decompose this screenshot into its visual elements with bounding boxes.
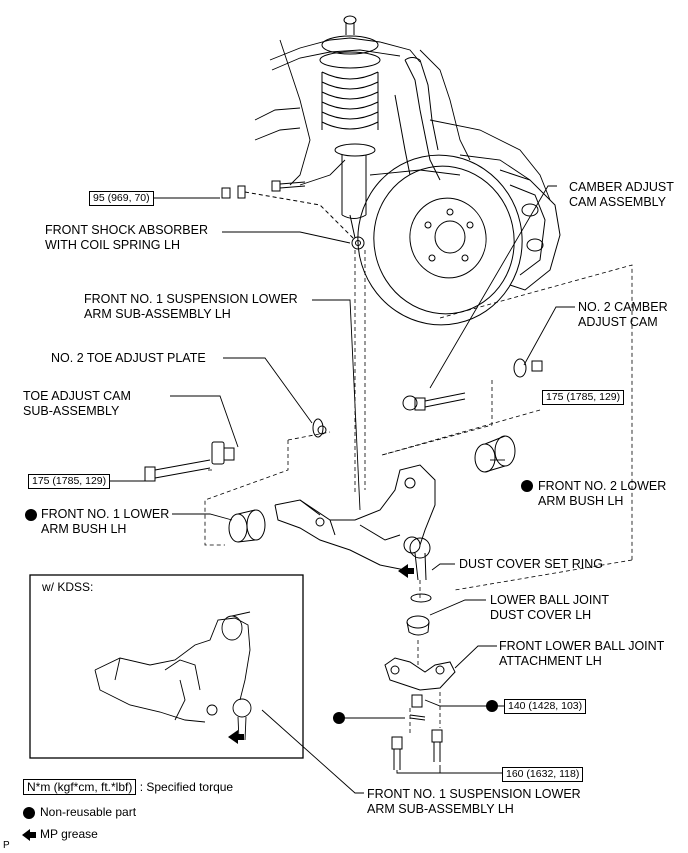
label-line: ARM BUSH LH bbox=[41, 522, 127, 536]
non-reusable-dot-icon bbox=[333, 712, 345, 724]
label-front-no1-lower-arm-top: FRONT NO. 1 SUSPENSION LOWER ARM SUB-ASS… bbox=[84, 292, 298, 322]
label-no2-camber-adjust-cam: NO. 2 CAMBER ADJUST CAM bbox=[578, 300, 668, 330]
legend-non-reusable: Non-reusable part bbox=[40, 805, 137, 819]
label-line: FRONT NO. 2 LOWER bbox=[538, 479, 667, 493]
no1-bush-drawing bbox=[228, 509, 266, 543]
no2-bush-drawing bbox=[474, 435, 516, 473]
label-line: FRONT LOWER BALL JOINT bbox=[499, 639, 665, 653]
corner-mark: P bbox=[3, 840, 10, 851]
label-line: CAM ASSEMBLY bbox=[569, 195, 667, 209]
label-lower-ball-joint-dust-cover: LOWER BALL JOINT DUST COVER LH bbox=[490, 593, 609, 623]
lower-arm-drawing bbox=[274, 464, 436, 581]
non-reusable-dot-icon bbox=[521, 480, 533, 492]
kdss-inset bbox=[29, 574, 304, 759]
label-line: NO. 2 CAMBER bbox=[578, 300, 668, 314]
label-line: ATTACHMENT LH bbox=[499, 654, 602, 668]
label-line: FRONT NO. 1 SUSPENSION LOWER bbox=[84, 292, 298, 306]
torque-160: 160 (1632, 118) bbox=[502, 767, 584, 782]
torque-175-left: 175 (1785, 129) bbox=[28, 474, 111, 489]
upper-bolt-drawing bbox=[221, 180, 356, 241]
label-front-shock-absorber: FRONT SHOCK ABSORBER WITH COIL SPRING LH bbox=[45, 223, 208, 253]
label-line: ARM SUB-ASSEMBLY LH bbox=[84, 307, 231, 321]
camber-cam-bolt-drawing bbox=[402, 392, 466, 411]
leader-lines bbox=[107, 185, 575, 794]
label-no2-toe-adjust-plate: NO. 2 TOE ADJUST PLATE bbox=[51, 351, 206, 365]
label-line: TOE ADJUST CAM bbox=[23, 389, 131, 403]
legend-torque-unit: N*m (kgf*cm, ft.*lbf) bbox=[23, 779, 137, 795]
toe-cam-bolt-drawing bbox=[144, 459, 211, 482]
label-line: FRONT SHOCK ABSORBER bbox=[45, 223, 208, 237]
coil-spring-drawing bbox=[319, 15, 381, 250]
torque-140: 140 (1428, 103) bbox=[504, 699, 587, 714]
label-line: ARM BUSH LH bbox=[538, 494, 624, 508]
bolts-drawing bbox=[391, 714, 443, 770]
label-line: LOWER BALL JOINT bbox=[490, 593, 610, 607]
mp-grease-arrow-icon bbox=[228, 564, 414, 744]
mp-grease-arrow-icon bbox=[22, 829, 36, 841]
assembly-guide-lines bbox=[204, 250, 633, 735]
label-line: FRONT NO. 1 LOWER bbox=[41, 507, 170, 521]
kdss-title: w/ KDSS: bbox=[42, 580, 94, 594]
non-reusable-dot-icon bbox=[23, 807, 35, 819]
dust-cover-drawing bbox=[406, 593, 432, 636]
brake-disc-drawing bbox=[357, 154, 523, 326]
vehicle-frame-drawing bbox=[254, 37, 551, 201]
label-line: WITH COIL SPRING LH bbox=[45, 238, 180, 252]
legend-torque-desc: : Specified torque bbox=[139, 780, 234, 794]
label-line: DUST COVER LH bbox=[490, 608, 592, 622]
steering-knuckle-drawing bbox=[394, 57, 441, 181]
label-line: ADJUST CAM bbox=[578, 315, 658, 329]
label-line: ARM SUB-ASSEMBLY LH bbox=[367, 802, 514, 816]
toe-adjust-drawing bbox=[211, 418, 327, 465]
label-line: CAMBER ADJUST bbox=[569, 180, 674, 194]
non-reusable-dot-icon bbox=[486, 700, 498, 712]
legend-torque: N*m (kgf*cm, ft.*lbf) : Specified torque bbox=[23, 779, 234, 795]
label-line: FRONT NO. 1 SUSPENSION LOWER bbox=[367, 787, 581, 801]
label-toe-adjust-cam: TOE ADJUST CAM SUB-ASSEMBLY bbox=[23, 389, 131, 419]
label-line: SUB-ASSEMBLY bbox=[23, 404, 120, 418]
brake-caliper-drawing bbox=[499, 169, 561, 291]
label-front-no2-lower-arm-bush: FRONT NO. 2 LOWER ARM BUSH LH bbox=[538, 479, 666, 509]
legend-mp-grease: MP grease bbox=[40, 827, 98, 841]
torque-95: 95 (969, 70) bbox=[89, 191, 154, 206]
label-camber-adjust-cam-assembly: CAMBER ADJUST CAM ASSEMBLY bbox=[569, 180, 674, 210]
no2-camber-cam-drawing bbox=[513, 358, 543, 378]
non-reusable-dot-icon bbox=[25, 509, 37, 521]
label-front-no1-lower-arm-bush: FRONT NO. 1 LOWER ARM BUSH LH bbox=[41, 507, 169, 537]
torque-175-right: 175 (1785, 129) bbox=[542, 390, 625, 405]
label-front-no1-lower-arm-bottom: FRONT NO. 1 SUSPENSION LOWER ARM SUB-ASS… bbox=[367, 787, 581, 817]
label-front-lower-ball-joint-attachment: FRONT LOWER BALL JOINT ATTACHMENT LH bbox=[499, 639, 664, 669]
label-dust-cover-set-ring: DUST COVER SET RING bbox=[459, 557, 604, 571]
attachment-drawing bbox=[384, 657, 456, 708]
